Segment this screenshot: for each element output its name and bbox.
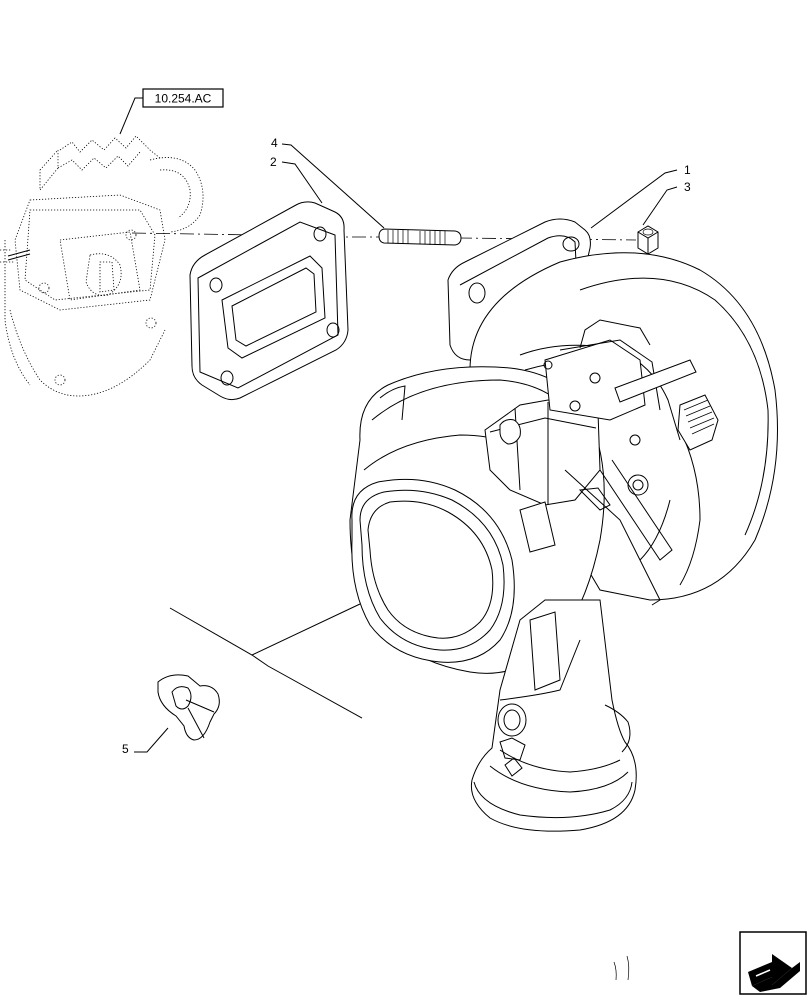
flange-hole-icon xyxy=(562,236,580,252)
arrow-icon[interactable] xyxy=(739,931,807,995)
page-edge-marks xyxy=(613,955,630,981)
nut[interactable] xyxy=(637,225,659,255)
callout-3[interactable]: 3 xyxy=(642,180,691,226)
actuator-rod xyxy=(614,359,697,403)
callout-5[interactable]: 5 xyxy=(122,727,169,756)
clip[interactable] xyxy=(157,674,220,741)
assembly-centerline-right xyxy=(457,237,637,241)
callout-1[interactable]: 1 xyxy=(590,163,691,229)
section-indicator xyxy=(169,603,363,719)
callout-2[interactable]: 2 xyxy=(270,155,323,204)
callout-4[interactable]: 4 xyxy=(271,136,385,229)
actuator-spring xyxy=(677,394,719,451)
callout-5-number: 5 xyxy=(122,742,129,756)
callout-1-number: 1 xyxy=(684,163,691,177)
callout-3-number: 3 xyxy=(684,180,691,194)
exhaust-manifold-reference xyxy=(0,135,204,397)
reference-label-text: 10.254.AC xyxy=(155,92,212,106)
callout-2-number: 2 xyxy=(270,155,277,169)
reference-label[interactable]: 10.254.AC xyxy=(119,88,224,135)
gasket[interactable] xyxy=(189,201,349,401)
turbocharger[interactable] xyxy=(349,218,778,832)
stud[interactable] xyxy=(378,228,462,246)
callout-4-number: 4 xyxy=(271,136,278,150)
reference-bolt-marks xyxy=(7,249,31,261)
